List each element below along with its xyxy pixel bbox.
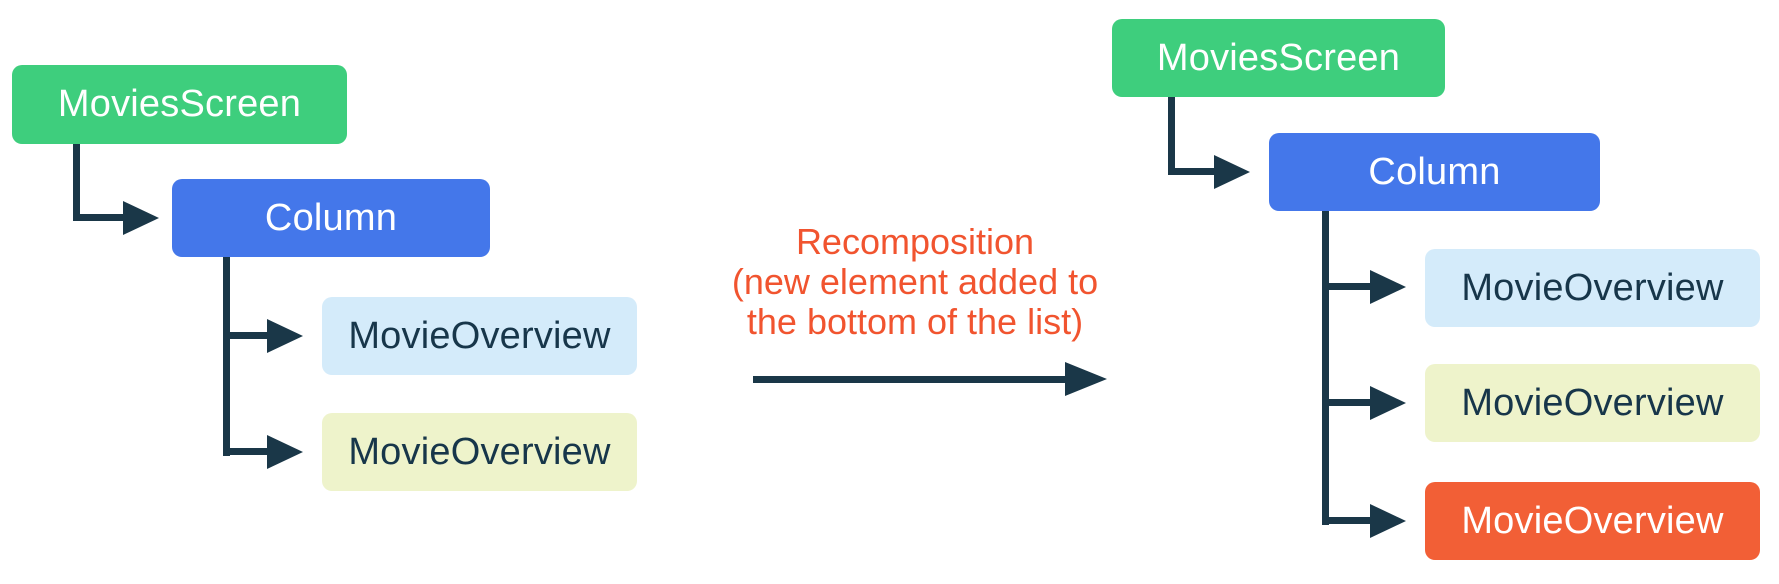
recomposition-caption: Recomposition (new element added to the … xyxy=(640,222,1190,342)
before-branch2-line xyxy=(223,448,267,455)
after-branch1-line xyxy=(1322,283,1370,290)
after-node-movieoverview-3-new: MovieOverview xyxy=(1425,482,1760,560)
after-branch2-line xyxy=(1322,399,1370,406)
recomposition-arrowhead-icon xyxy=(1065,362,1107,396)
after-node-movieoverview-1: MovieOverview xyxy=(1425,249,1760,327)
before-elbow-horizontal-line xyxy=(73,214,123,221)
caption-line-2: (new element added to xyxy=(731,261,1099,302)
before-node-column: Column xyxy=(172,179,490,257)
after-trunk-line xyxy=(1322,211,1329,525)
after-branch3-line xyxy=(1322,517,1370,524)
caption-line-1: Recomposition xyxy=(795,221,1035,262)
after-node-column: Column xyxy=(1269,133,1600,211)
after-node-moviesscreen: MoviesScreen xyxy=(1112,19,1445,97)
after-elbow-horizontal-line xyxy=(1168,168,1214,175)
before-elbow-arrowhead-icon xyxy=(123,201,159,235)
after-branch2-arrowhead-icon xyxy=(1370,386,1406,420)
recomposition-arrow-line xyxy=(753,376,1065,383)
after-elbow-vertical-line xyxy=(1168,97,1175,172)
before-branch1-arrowhead-icon xyxy=(267,319,303,353)
before-node-moviesscreen: MoviesScreen xyxy=(12,65,347,144)
before-elbow-vertical-line xyxy=(73,144,80,221)
before-branch2-arrowhead-icon xyxy=(267,435,303,469)
after-branch3-arrowhead-icon xyxy=(1370,504,1406,538)
before-trunk-line xyxy=(223,257,230,456)
before-node-movieoverview-2: MovieOverview xyxy=(322,413,637,491)
after-branch1-arrowhead-icon xyxy=(1370,270,1406,304)
after-elbow-arrowhead-icon xyxy=(1214,155,1250,189)
caption-line-3: the bottom of the list) xyxy=(746,301,1084,342)
before-branch1-line xyxy=(223,332,267,339)
after-node-movieoverview-2: MovieOverview xyxy=(1425,364,1760,442)
before-node-movieoverview-1: MovieOverview xyxy=(322,297,637,375)
